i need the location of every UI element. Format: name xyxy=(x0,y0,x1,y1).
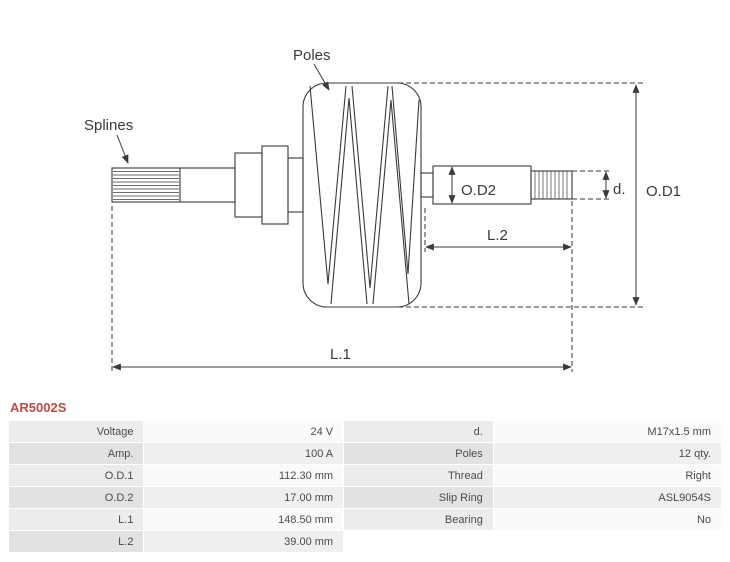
spec-value: 100 A xyxy=(143,442,345,465)
splined-shaft xyxy=(111,167,236,203)
rotor-diagram-area: Poles Splines O.D2 d. O.D1 L.2 L.1 xyxy=(84,47,681,372)
spec-label: Voltage xyxy=(7,420,145,443)
spec-label: O.D.1 xyxy=(7,464,145,487)
spec-value xyxy=(492,530,723,553)
spline-hatch xyxy=(113,171,179,200)
shaft-collars xyxy=(234,145,304,225)
spec-label: L.1 xyxy=(7,508,145,531)
od2-label: O.D2 xyxy=(461,182,496,199)
spec-label: Bearing xyxy=(343,508,494,531)
spec-row: O.D.1 112.30 mm Thread Right xyxy=(7,464,723,487)
spec-value: Right xyxy=(492,464,723,487)
spec-label: O.D.2 xyxy=(7,486,145,509)
spec-value: 112.30 mm xyxy=(143,464,345,487)
spec-label: L.2 xyxy=(7,530,145,553)
poles-leader-arrow xyxy=(313,63,330,91)
spec-value: 24 V xyxy=(143,420,345,443)
specs-table: Voltage 24 V d. M17x1.5 mm Amp. 100 A Po… xyxy=(7,420,723,553)
spec-row: O.D.2 17.00 mm Slip Ring ASL9054S xyxy=(7,486,723,509)
spec-value: M17x1.5 mm xyxy=(492,420,723,443)
spec-value: 12 qty. xyxy=(492,442,723,465)
spec-label xyxy=(343,530,494,553)
threaded-end xyxy=(530,170,573,200)
poles-label: Poles xyxy=(293,47,331,64)
rotor-shape xyxy=(111,82,573,308)
spec-label: Amp. xyxy=(7,442,145,465)
d-label: d. xyxy=(613,181,626,198)
extension-lines xyxy=(111,82,646,372)
dimension-lines xyxy=(111,63,646,372)
pole-assembly xyxy=(302,82,422,308)
splines-leader-arrow xyxy=(116,134,129,164)
spec-label: Slip Ring xyxy=(343,486,494,509)
part-number: AR5002S xyxy=(10,400,67,415)
l2-label: L.2 xyxy=(487,227,508,244)
spec-row: Voltage 24 V d. M17x1.5 mm xyxy=(7,420,723,443)
spec-label: d. xyxy=(343,420,494,443)
spec-label: Poles xyxy=(343,442,494,465)
splines-label: Splines xyxy=(84,117,133,134)
spec-value: ASL9054S xyxy=(492,486,723,509)
spec-row: Amp. 100 A Poles 12 qty. xyxy=(7,442,723,465)
od1-label: O.D1 xyxy=(646,183,681,200)
rotor-technical-drawing: Poles Splines O.D2 d. O.D1 L.2 L.1 xyxy=(84,47,681,372)
thread-hatch xyxy=(534,171,568,199)
spec-value: 17.00 mm xyxy=(143,486,345,509)
spec-label: Thread xyxy=(343,464,494,487)
spec-value: 39.00 mm xyxy=(143,530,345,553)
spec-row: L.2 39.00 mm xyxy=(7,530,723,553)
spec-row: L.1 148.50 mm Bearing No xyxy=(7,508,723,531)
spec-value: No xyxy=(492,508,723,531)
spec-value: 148.50 mm xyxy=(143,508,345,531)
l1-label: L.1 xyxy=(330,346,351,363)
